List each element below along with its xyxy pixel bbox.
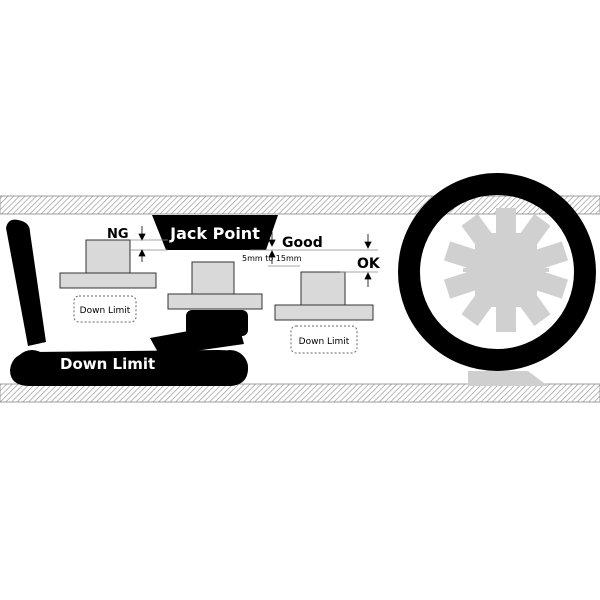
pad-center bbox=[167, 261, 263, 310]
ng-gap-arrows bbox=[130, 226, 168, 262]
down-limit-box-2: Down Limit bbox=[290, 325, 358, 354]
wheel-spokes bbox=[443, 208, 569, 332]
pad-ng bbox=[59, 239, 157, 289]
down-limit-box-1: Down Limit bbox=[73, 295, 137, 323]
jack-front-wheel bbox=[212, 350, 248, 386]
floor-jack bbox=[6, 219, 248, 386]
ground-band bbox=[0, 383, 600, 403]
tire bbox=[398, 173, 596, 371]
down-limit-jack-label: Down Limit bbox=[60, 355, 155, 373]
ok-label: OK bbox=[357, 256, 381, 272]
jack-point-label: Jack Point bbox=[169, 224, 260, 243]
ng-label: NG bbox=[107, 227, 129, 242]
tire-contact-wedge bbox=[468, 371, 548, 386]
good-gap-arrows bbox=[250, 232, 378, 267]
good-label: Good bbox=[282, 235, 323, 251]
ok-gap-arrows bbox=[340, 234, 378, 287]
jack-point-block: Jack Point bbox=[152, 215, 278, 250]
jack-rear-wheel bbox=[14, 350, 50, 386]
down-limit-label-2: Down Limit bbox=[299, 337, 350, 347]
pad-good bbox=[274, 271, 374, 321]
wheel bbox=[398, 173, 596, 386]
range-label: 5mm to 15mm bbox=[242, 254, 302, 263]
down-limit-label-1: Down Limit bbox=[80, 306, 131, 316]
